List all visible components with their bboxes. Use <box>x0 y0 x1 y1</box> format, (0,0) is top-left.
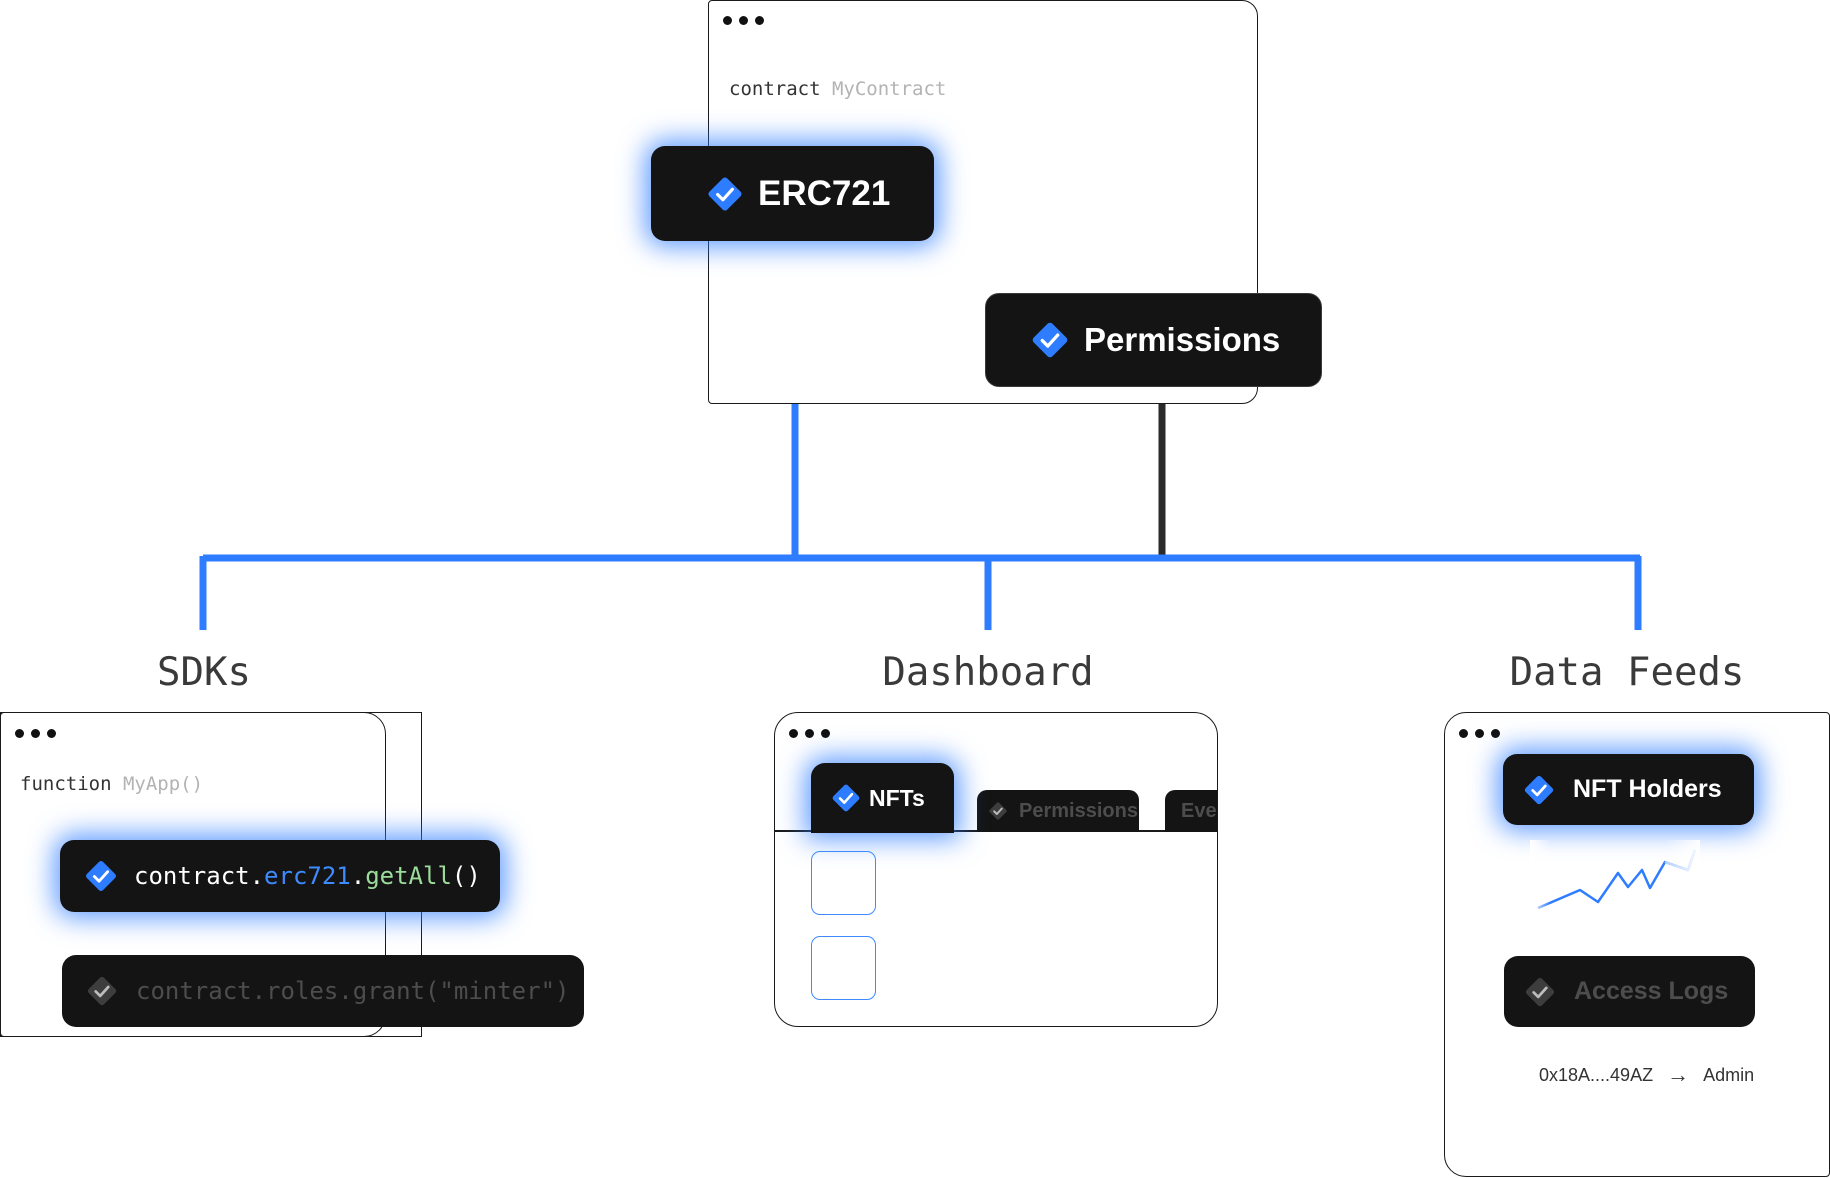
role-text: Admin <box>1703 1064 1755 1085</box>
check-diamond-icon <box>86 861 116 891</box>
section-title-sdks: SDKs <box>157 650 251 695</box>
check-diamond-icon <box>1032 322 1068 358</box>
tab-nfts-label: NFTs <box>869 784 925 811</box>
check-diamond-icon <box>989 802 1007 820</box>
tab-nfts[interactable]: NFTs <box>811 763 954 833</box>
access-log-entry: 0x18A....49AZ → Admin <box>1539 1062 1754 1088</box>
check-diamond-icon <box>87 976 117 1006</box>
erc721-label: ERC721 <box>758 173 891 213</box>
section-title-dashboard: Dashboard <box>882 650 1094 695</box>
check-diamond-icon <box>1524 775 1554 804</box>
check-diamond-icon <box>1525 977 1555 1006</box>
window-dots-icon <box>789 729 830 738</box>
code-name: MyApp() <box>122 773 204 795</box>
sdk-code-line: function MyApp() <box>20 773 203 795</box>
sdk-roles-call[interactable]: contract.roles.grant("minter") <box>62 955 584 1027</box>
check-diamond-icon <box>708 176 742 211</box>
window-dots-icon <box>723 16 764 25</box>
window-dots-icon <box>15 729 56 738</box>
erc721-badge[interactable]: ERC721 <box>651 146 934 241</box>
permissions-badge[interactable]: Permissions <box>985 293 1322 387</box>
sdk-roles-text: contract.roles.grant("minter") <box>136 977 570 1005</box>
access-logs-label: Access Logs <box>1574 977 1729 1005</box>
nft-holders-feed[interactable]: NFT Holders <box>1503 754 1754 825</box>
code-keyword: contract <box>729 78 821 100</box>
sdk-call-text: contract.erc721.getAll() <box>134 862 481 890</box>
nft-holders-label: NFT Holders <box>1573 775 1722 803</box>
sdk-erc721-call[interactable]: contract.erc721.getAll() <box>60 840 500 912</box>
tab-events[interactable]: Eve <box>1165 790 1217 832</box>
contract-code-line: contract MyContract <box>729 78 946 100</box>
code-keyword: function <box>20 773 112 795</box>
section-title-data-feeds: Data Feeds <box>1509 650 1745 695</box>
tab-events-label: Eve <box>1181 799 1217 822</box>
dashboard-window: Permissions Eve NFTs <box>774 712 1218 1027</box>
code-name: MyContract <box>831 78 947 100</box>
access-logs-feed[interactable]: Access Logs <box>1504 956 1755 1027</box>
tab-permissions-label: Permissions <box>1019 799 1138 822</box>
permissions-label: Permissions <box>1084 321 1281 358</box>
check-diamond-icon <box>832 784 860 812</box>
line-chart-icon <box>1530 840 1700 930</box>
address-text: 0x18A....49AZ <box>1539 1064 1654 1085</box>
nft-thumbnail-placeholder[interactable] <box>811 851 876 915</box>
nft-thumbnail-placeholder[interactable] <box>811 936 876 1000</box>
tab-permissions[interactable]: Permissions <box>977 790 1139 832</box>
arrow-right-icon: → <box>1667 1062 1690 1087</box>
window-dots-icon <box>1459 729 1500 738</box>
